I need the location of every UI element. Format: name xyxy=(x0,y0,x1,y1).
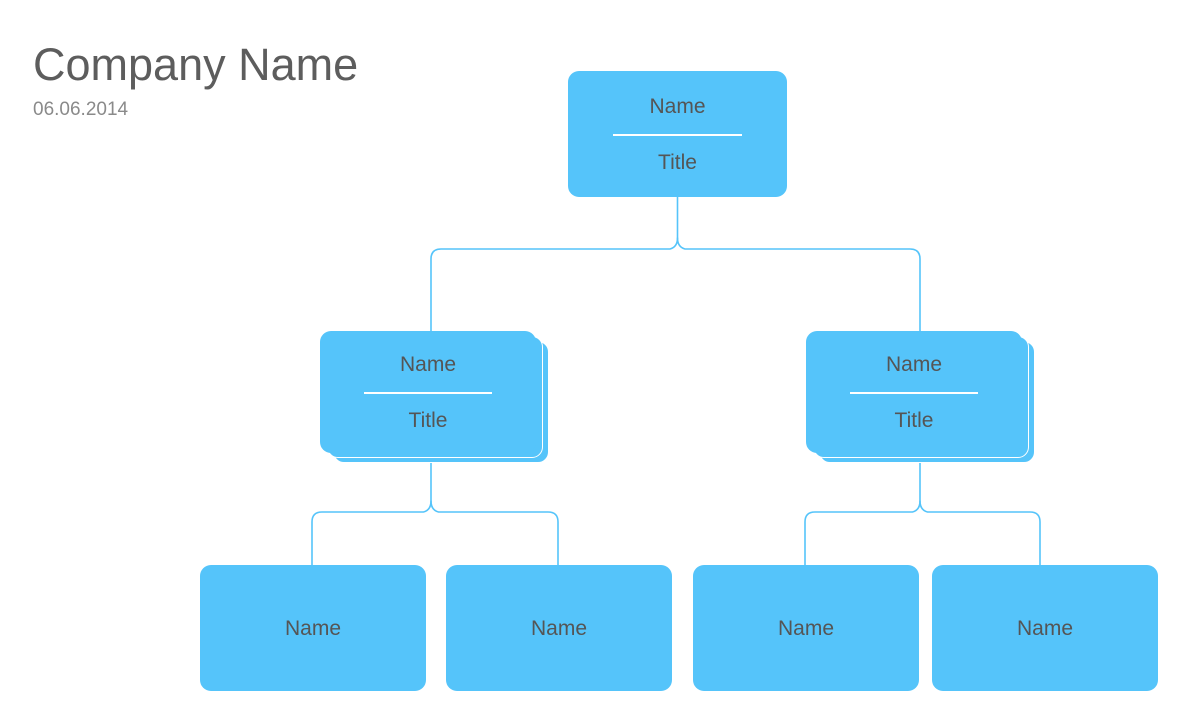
org-node-mid-right-divider xyxy=(850,391,978,394)
chart-header: Company Name 06.06.2014 xyxy=(33,42,533,119)
connector-root-to-mid xyxy=(430,195,679,332)
connector-midleft-to-leaves xyxy=(311,461,432,566)
org-node-leaf-1[interactable]: Name xyxy=(200,565,426,691)
chart-date: 06.06.2014 xyxy=(33,99,129,120)
org-node-mid-left-stack-layer-1: Name Title xyxy=(320,331,536,453)
org-node-mid-right-name: Name xyxy=(885,352,943,376)
connector-midleft-to-leaf2 xyxy=(430,500,559,566)
org-node-root[interactable]: Name Title xyxy=(568,71,787,197)
org-node-root-divider xyxy=(612,133,743,136)
org-node-mid-left-divider xyxy=(364,391,492,394)
org-node-mid-left[interactable]: Name Title xyxy=(320,331,551,463)
org-node-leaf-2-name: Name xyxy=(530,616,588,640)
org-node-mid-left-name: Name xyxy=(399,352,457,376)
connector-midright-to-leaf4 xyxy=(919,500,1041,566)
org-node-leaf-3-name: Name xyxy=(777,616,835,640)
org-node-leaf-1-name: Name xyxy=(284,616,342,640)
org-node-leaf-2[interactable]: Name xyxy=(446,565,672,691)
org-node-leaf-4-name: Name xyxy=(1016,616,1074,640)
org-node-root-title: Title xyxy=(658,150,697,174)
org-node-mid-right[interactable]: Name Title xyxy=(806,331,1037,463)
org-node-leaf-4[interactable]: Name xyxy=(932,565,1158,691)
org-node-mid-right-title: Title xyxy=(894,408,934,432)
connector-midright-to-leaves xyxy=(804,461,921,566)
org-node-leaf-3[interactable]: Name xyxy=(693,565,919,691)
org-node-root-name: Name xyxy=(649,94,706,118)
org-node-mid-left-title: Title xyxy=(408,408,448,432)
page-title: Company Name xyxy=(33,39,359,90)
connector-root-to-mid-right xyxy=(676,237,921,332)
org-node-mid-right-stack-layer-1: Name Title xyxy=(806,331,1022,453)
